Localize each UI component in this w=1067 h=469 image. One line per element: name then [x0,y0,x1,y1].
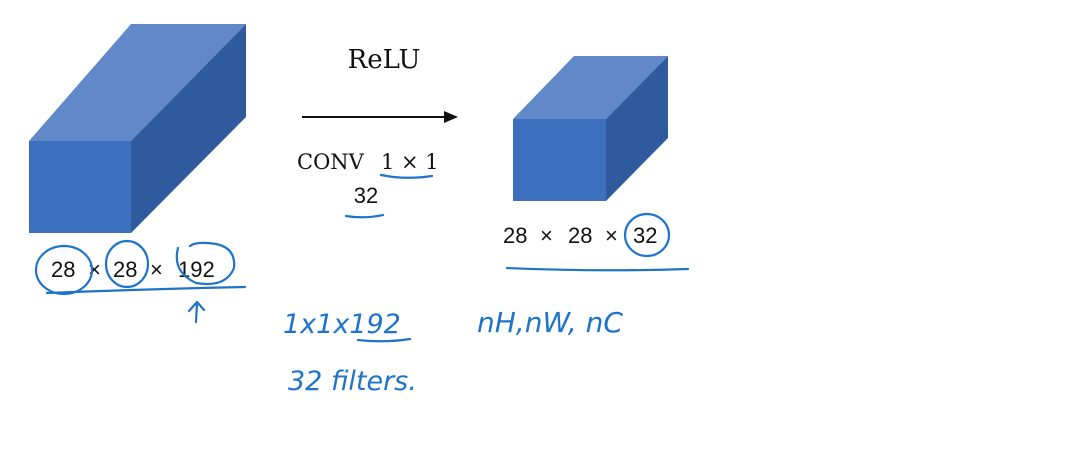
output-cube-side-face [606,56,668,201]
input-dims-underline [45,285,247,295]
input-height: 28 [51,257,75,282]
output-cube-front-face [513,119,606,201]
input-cube-top-face [29,24,246,141]
input-width: 28 [113,257,137,282]
input-height-circle [34,244,94,296]
input-dimensions: 28 × 28 × 192 [51,257,215,282]
filter-shape-underline [356,337,412,343]
conv-label: CONV [297,150,365,174]
input-times-2: × [150,257,163,282]
filter-shape-note: 1x1x192 [283,309,401,340]
num-filters-label: 32 [354,183,378,208]
dims-notation-note: nH,nW, nC [477,306,623,339]
filter-count-note: 32 filters. [288,366,417,397]
output-height: 28 [503,223,527,248]
input-width-circle [104,239,150,289]
output-width: 28 [568,223,592,248]
input-cube-front-face [29,141,131,233]
output-cube-top-face [513,56,668,119]
output-times-2: × [605,223,618,248]
filter-size-label: 1 × 1 [381,150,439,174]
output-channels-circle [623,212,671,258]
filter-size-underline [379,173,434,179]
input-cube-side-face [131,24,246,233]
num-filters-underline [344,213,385,219]
transform-arrow [302,111,458,123]
input-channels: 192 [178,257,215,282]
channels-up-arrow [187,300,206,324]
output-times-1: × [540,223,553,248]
output-volume-cube [513,56,668,201]
output-channels: 32 [633,223,657,248]
output-dims-underline [505,266,690,272]
input-volume-cube [29,24,246,233]
output-dimensions: 28 × 28 × 32 [503,223,657,248]
input-channels-circle [175,241,236,286]
relu-label: ReLU [348,45,421,75]
